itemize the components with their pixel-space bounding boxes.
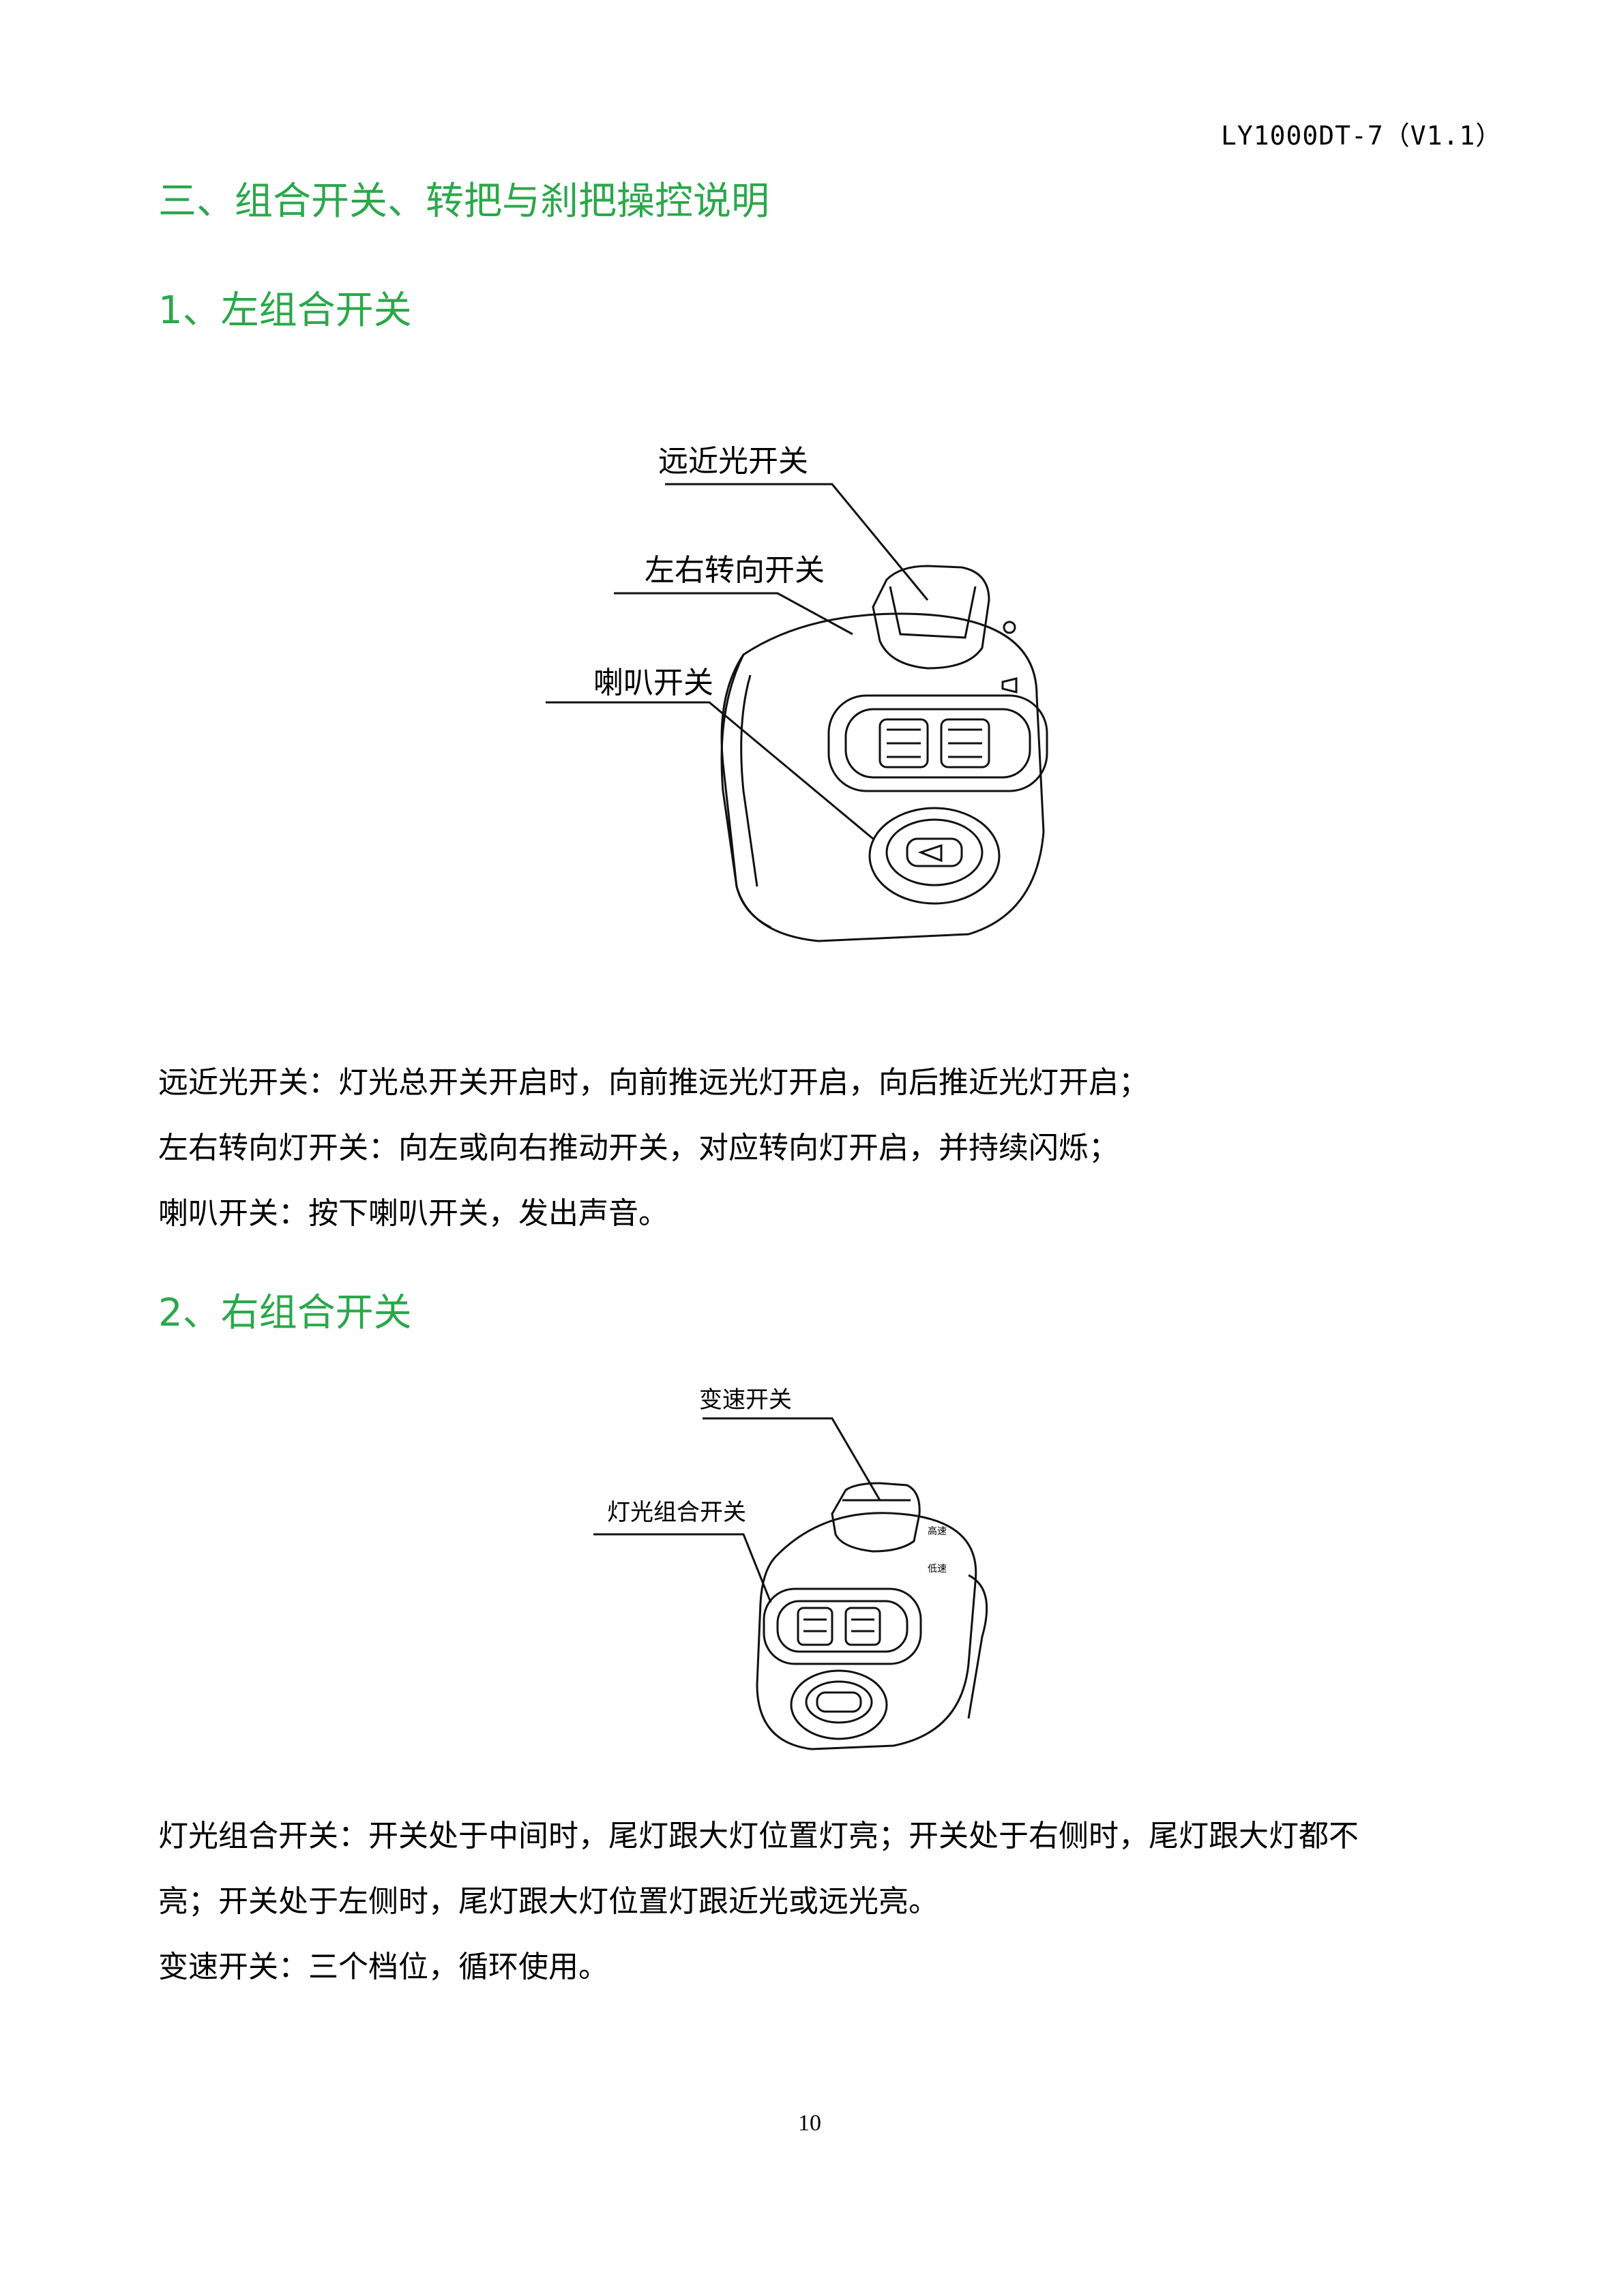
label-beam-switch: 远近光开关 [658,444,808,479]
document-id: LY1000DT-7（V1.1） [1221,121,1503,151]
left-switch-description: 远近光开关：灯光总开关开启时，向前推远光灯开启，向后推近光灯开启； 左右转向灯开… [158,1050,1475,1247]
page-number: 10 [798,2111,821,2136]
desc-light-1: 灯光组合开关：开关处于中间时，尾灯跟大灯位置灯亮；开关处于右侧时，尾灯跟大灯都不 [158,1819,1359,1853]
desc-turn: 左右转向灯开关：向左或向右推动开关，对应转向灯开启，并持续闪烁； [158,1131,1119,1165]
label-light-switch: 灯光组合开关 [607,1499,746,1526]
right-switch-figure: 变速开关 灯光组合开关 高速 低速 [587,1364,1009,1773]
desc-light-2: 亮；开关处于左侧时，尾灯跟大灯位置灯跟近光或远光亮。 [158,1884,939,1919]
label-speed-switch: 变速开关 [699,1386,792,1414]
desc-beam: 远近光开关：灯光总开关开启时，向前推远光灯开启，向后推近光灯开启； [158,1065,1149,1100]
left-switch-figure: 远近光开关 左右转向开关 喇叭开关 [518,409,1132,955]
label-high-speed: 高速 [928,1526,947,1537]
label-horn-switch: 喇叭开关 [593,666,713,700]
desc-speed: 变速开关：三个档位，循环使用。 [158,1950,608,1984]
section-title: 三、组合开关、转把与刹把操控说明 [158,179,769,224]
label-low-speed: 低速 [928,1564,947,1575]
desc-horn: 喇叭开关：按下喇叭开关，发出声音。 [158,1196,668,1231]
right-switch-description: 灯光组合开关：开关处于中间时，尾灯跟大灯位置灯亮；开关处于右侧时，尾灯跟大灯都不… [158,1804,1475,2000]
label-turn-switch: 左右转向开关 [645,553,825,588]
right-switch-heading: 2、右组合开关 [158,1291,412,1335]
left-switch-heading: 1、左组合开关 [158,288,412,333]
